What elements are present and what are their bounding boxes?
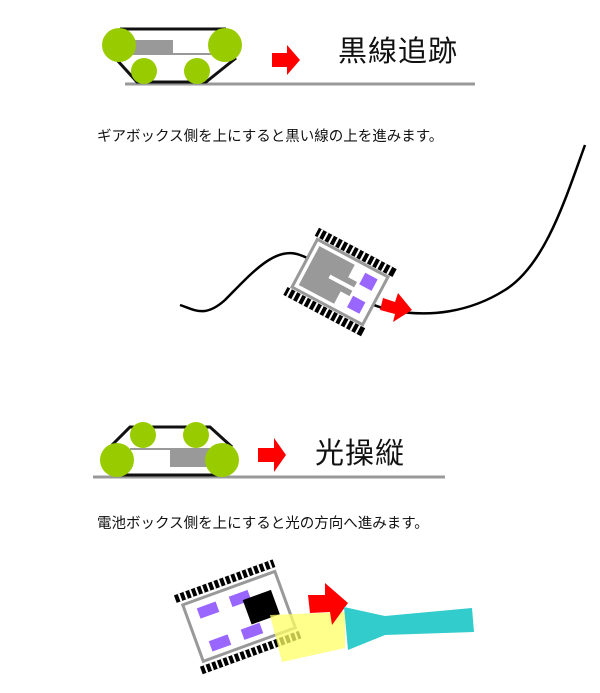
wheel-icon	[184, 58, 210, 84]
wheel-icon	[208, 28, 242, 62]
track-top	[108, 425, 234, 449]
light-steer-side-view	[93, 422, 445, 479]
track-bottom	[115, 56, 237, 84]
arrow-right-icon	[258, 438, 286, 472]
line-follow-illustration	[179, 144, 587, 337]
wheel-icon	[100, 443, 134, 477]
wheel-icon	[183, 422, 209, 448]
gearbox-block	[170, 449, 212, 467]
section-description-line-trace: ギアボックス側を上にすると黒い線の上を進みます。	[97, 129, 444, 145]
battery-pad	[240, 622, 264, 640]
robot-top-view	[283, 227, 397, 337]
track-tread	[314, 227, 397, 278]
battery-pad	[359, 272, 378, 291]
light-beam-icon	[344, 607, 474, 650]
wheel-icon	[130, 422, 156, 448]
robot-top-view	[173, 559, 302, 675]
line-tracer-side-view	[102, 27, 475, 86]
wheel-icon	[102, 28, 136, 62]
section-description-light-steer: 電池ボックス側を上にすると光の方向へ進みます。	[97, 516, 429, 532]
gearbox-block	[133, 40, 173, 55]
arrow-right-icon	[272, 45, 300, 75]
battery-pad	[346, 295, 366, 314]
arrow-right-icon	[308, 583, 348, 625]
battery-pad	[228, 589, 252, 608]
section-title-line-trace: 黒線追跡	[338, 34, 459, 68]
wheel-icon	[205, 443, 239, 477]
arrow-right-icon	[380, 293, 412, 322]
light-glow	[270, 612, 345, 662]
light-follow-illustration	[173, 559, 474, 675]
wheel-icon	[131, 58, 157, 84]
gearbox-block	[298, 246, 357, 304]
battery-pad	[208, 634, 232, 652]
section-title-light-steer: 光操縦	[315, 436, 406, 470]
battery-pad	[196, 601, 220, 619]
track-tread	[283, 286, 366, 337]
